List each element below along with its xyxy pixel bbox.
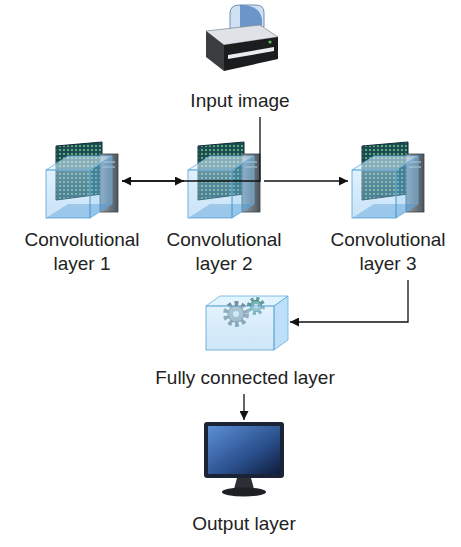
- layer-label: Input image: [190, 89, 289, 113]
- icon-slot: [200, 5, 280, 75]
- conv-layer-icon: [46, 142, 118, 218]
- icon-slot: [348, 140, 428, 222]
- icon-slot: [202, 420, 286, 498]
- layer-label: Output layer: [192, 512, 296, 536]
- layer-node: Fully connected layer: [155, 292, 335, 390]
- layer-label: Convolutional layer 2: [156, 228, 292, 276]
- flow-arrow: [290, 280, 408, 322]
- layer-node: Convolutional layer 2: [156, 140, 292, 276]
- layer-label: Convolutional layer 3: [320, 228, 456, 276]
- icon-slot: [42, 140, 122, 222]
- gear-box-icon: [206, 296, 288, 350]
- conv-layer-icon: [188, 142, 260, 218]
- layer-node: Convolutional layer 3: [320, 140, 456, 276]
- layer-node: Input image: [190, 5, 289, 113]
- icon-slot: [200, 292, 290, 352]
- flow-arrow: [264, 180, 348, 181]
- conv-layer-icon: [352, 142, 424, 218]
- icon-slot: [184, 140, 264, 222]
- monitor-icon: [204, 422, 284, 497]
- flow-arrow: [122, 180, 184, 181]
- layer-label: Fully connected layer: [155, 366, 335, 390]
- layer-label: Convolutional layer 1: [12, 228, 152, 276]
- flow-arrow: [243, 394, 244, 420]
- flow-arrow: [122, 117, 260, 181]
- layer-node: Convolutional layer 1: [12, 140, 152, 276]
- layer-node: Output layer: [192, 420, 296, 536]
- printer-icon: [206, 5, 278, 71]
